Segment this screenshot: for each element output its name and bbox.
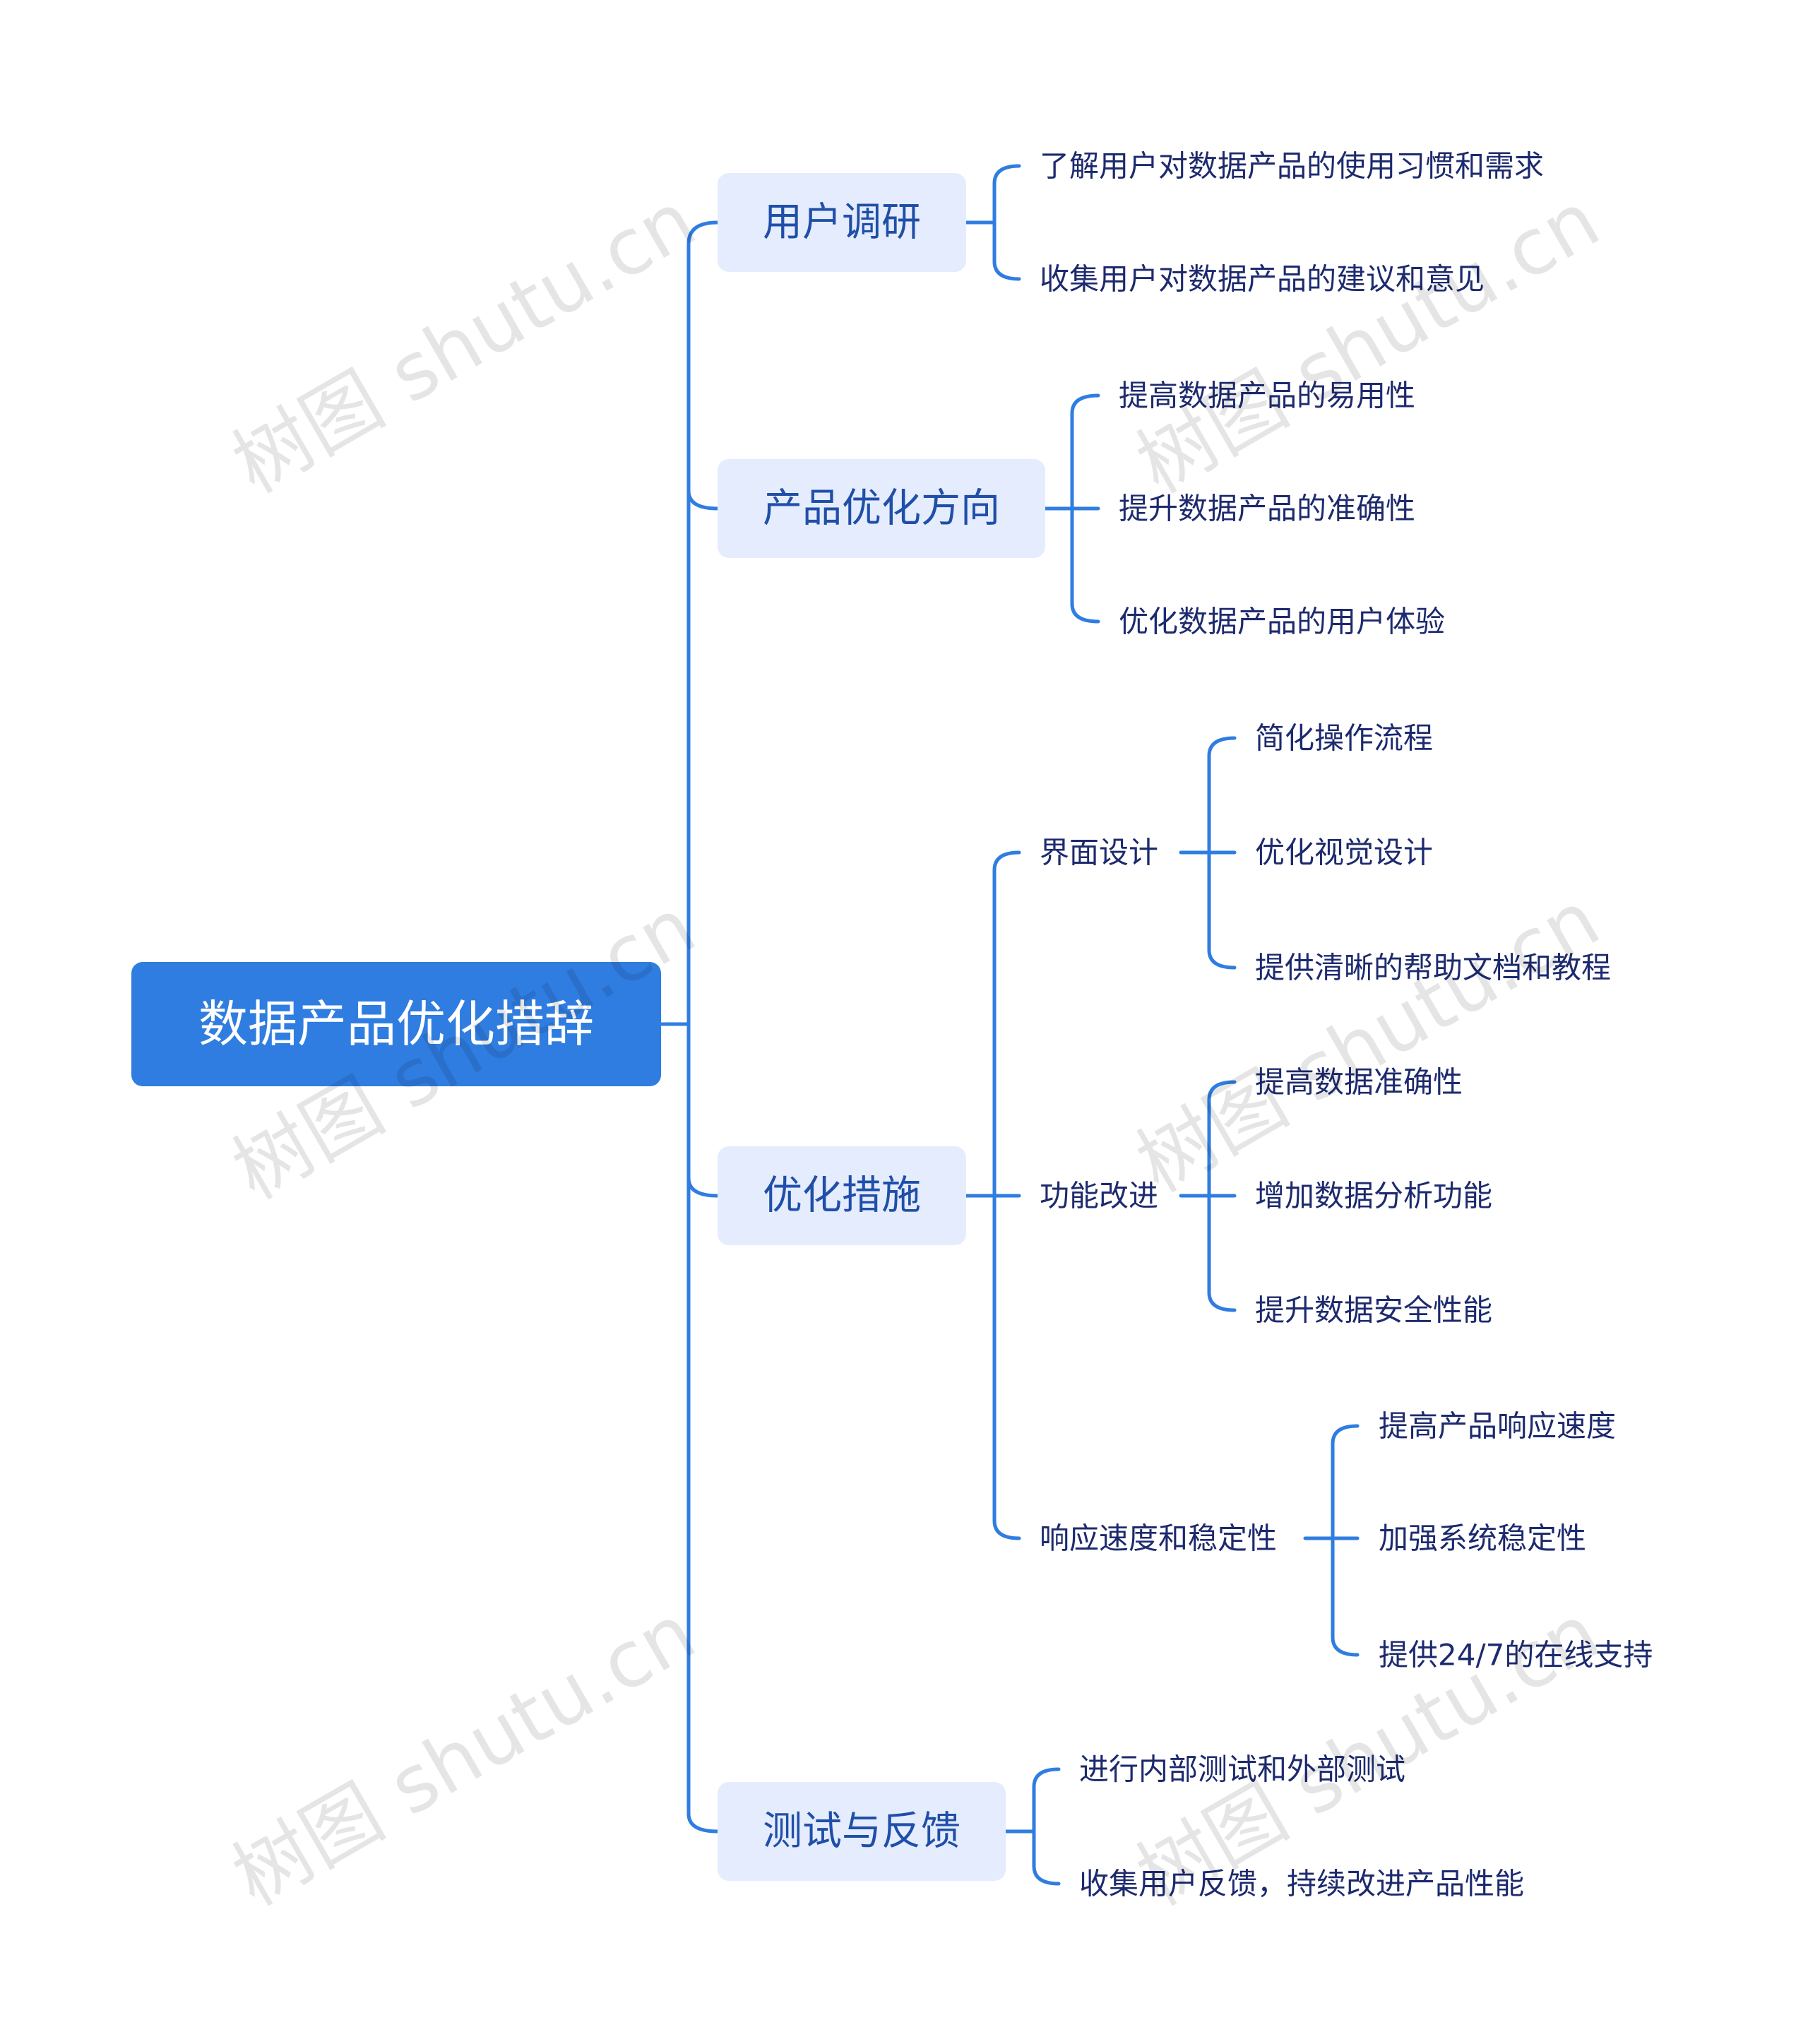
- leaf-node[interactable]: 提高产品响应速度: [1379, 1409, 1616, 1444]
- edge-branch-1-group: [964, 164, 1021, 281]
- edge-root-branch-2: [686, 489, 720, 511]
- leaf-node[interactable]: 优化数据产品的用户体验: [1119, 605, 1445, 639]
- leaf-node[interactable]: 提高数据产品的易用性: [1119, 379, 1415, 413]
- root-node[interactable]: 数据产品优化措辞: [131, 962, 661, 1086]
- branch-node-label: 优化措施: [763, 1173, 921, 1219]
- branch-node-box: [718, 1782, 1006, 1881]
- branch-node-label: 产品优化方向: [763, 486, 1000, 532]
- leaf-node[interactable]: 加强系统稳定性: [1379, 1521, 1586, 1556]
- leaf-node[interactable]: 进行内部测试和外部测试: [1079, 1752, 1405, 1787]
- branch-node-box: [718, 459, 1045, 558]
- edge-subgroup-2-group: [1179, 1080, 1237, 1312]
- root-node-label: 数据产品优化措辞: [198, 995, 594, 1053]
- leaf-node[interactable]: 提供清晰的帮助文档和教程: [1255, 951, 1611, 985]
- subgroup-node-interface-design[interactable]: 界面设计: [1040, 836, 1158, 870]
- leaf-node[interactable]: 了解用户对数据产品的使用习惯和需求: [1040, 149, 1544, 184]
- leaf-node[interactable]: 简化操作流程: [1255, 721, 1433, 756]
- edge-branch-4-group: [1004, 1767, 1061, 1886]
- branch-node-user-research[interactable]: 用户调研: [718, 173, 966, 272]
- edge-subgroup-3-group: [1303, 1424, 1360, 1657]
- leaf-node[interactable]: 优化视觉设计: [1255, 836, 1433, 870]
- branch-node-label: 测试与反馈: [763, 1809, 961, 1855]
- edge-root-branch-1: [686, 220, 720, 246]
- leaf-node[interactable]: 收集用户反馈，持续改进产品性能: [1079, 1867, 1524, 1901]
- edge-subgroup-1-group: [1179, 736, 1237, 970]
- edge-root-branch-4: [686, 1812, 720, 1834]
- leaf-node[interactable]: 收集用户对数据产品的建议和意见: [1040, 262, 1485, 297]
- leaf-node[interactable]: 提供24/7的在线支持: [1379, 1638, 1653, 1672]
- branch-node-label: 用户调研: [763, 200, 921, 246]
- watermark-text: 树图 shutu.cn: [1122, 874, 1614, 1210]
- branch-node-optimization-measures[interactable]: 优化措施: [718, 1146, 966, 1245]
- leaf-node[interactable]: 提高数据准确性: [1255, 1065, 1463, 1100]
- watermark-text: 树图 shutu.cn: [1122, 174, 1614, 511]
- watermark-text: 树图 shutu.cn: [218, 174, 710, 511]
- branch-node-box: [718, 1146, 966, 1245]
- edge-branch-2-group: [1043, 393, 1100, 624]
- branch-node-box: [718, 173, 966, 272]
- branch-node-optimization-direction[interactable]: 产品优化方向: [718, 459, 1045, 558]
- root-node-box: [131, 962, 661, 1086]
- leaf-node[interactable]: 提升数据安全性能: [1255, 1293, 1492, 1328]
- edge-branch-3-group: [964, 850, 1021, 1540]
- leaf-node[interactable]: 提升数据产品的准确性: [1119, 492, 1415, 526]
- connector-lines: [659, 164, 1360, 1886]
- watermark-text: 树图 shutu.cn: [218, 1587, 710, 1923]
- leaf-node[interactable]: 增加数据分析功能: [1255, 1179, 1492, 1213]
- subgroup-node-feature-improvement[interactable]: 功能改进: [1040, 1179, 1158, 1213]
- edge-root-trunk: [659, 242, 691, 1816]
- edge-root-branch-3: [686, 1176, 720, 1198]
- branch-node-testing-feedback[interactable]: 测试与反馈: [718, 1782, 1006, 1881]
- subgroup-node-speed-stability[interactable]: 响应速度和稳定性: [1040, 1521, 1277, 1556]
